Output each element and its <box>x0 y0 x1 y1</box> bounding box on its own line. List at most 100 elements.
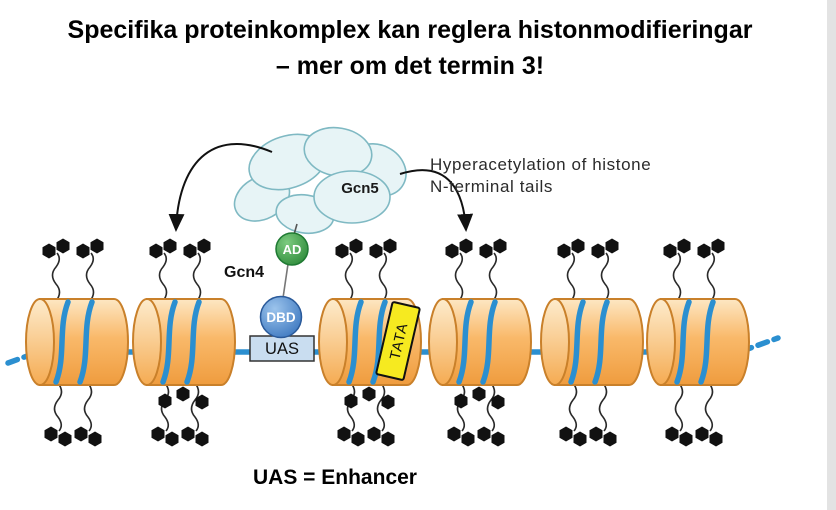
gcn5-label: Gcn5 <box>341 180 379 197</box>
acetyl-hexagon-icon <box>369 243 383 259</box>
acetyl-hexagon-icon <box>677 238 691 254</box>
acetyl-hexagon-icon <box>665 426 679 442</box>
uas-enhancer-caption: UAS = Enhancer <box>253 466 417 489</box>
acetyl-hexagon-icon <box>491 394 505 410</box>
dna-wrap <box>346 299 364 385</box>
nucleosome <box>540 298 644 386</box>
histone-tail <box>706 252 716 302</box>
histone-tail <box>346 382 356 432</box>
histone-tail <box>192 252 202 302</box>
histone-tail <box>488 252 498 302</box>
title-line-2: – mer om det termin 3! <box>275 52 545 81</box>
arrow-to-right-nucleosomes <box>399 169 474 232</box>
histone-tail <box>51 252 61 302</box>
histone-tail <box>672 252 682 302</box>
acetyl-hexagon-icon <box>461 431 475 447</box>
acetyl-hexagon-icon <box>74 426 88 442</box>
dna-wrap <box>456 299 474 385</box>
histone-tail <box>454 252 464 302</box>
acetyl-hexagon-icon <box>605 238 619 254</box>
dna-wrap <box>568 299 586 385</box>
acetyl-hexagon-icon <box>351 431 365 447</box>
acetyl-hexagon-icon <box>472 386 486 402</box>
acetyl-hexagon-icon <box>197 238 211 254</box>
acetyl-hexagon-icon <box>149 243 163 259</box>
acetyl-hexagon-icon <box>447 426 461 442</box>
acetyl-hexagon-icon <box>695 426 709 442</box>
dbd-domain: DBD <box>259 295 303 339</box>
nucleosome <box>132 298 236 386</box>
histone-tail <box>568 382 578 432</box>
acetyl-hexagon-icon <box>195 431 209 447</box>
histone-tails-layer <box>42 238 725 447</box>
acetyl-hexagon-icon <box>367 426 381 442</box>
slide-title: Specifika proteinkomplex kan reglera his… <box>0 12 820 85</box>
acetyl-hexagon-icon <box>573 431 587 447</box>
acetyl-hexagon-icon <box>493 238 507 254</box>
acetyl-hexagon-icon <box>557 243 571 259</box>
dna-wrap <box>370 299 388 385</box>
acetyl-hexagon-icon <box>344 393 358 409</box>
acetyl-hexagon-icon <box>165 431 179 447</box>
acetyl-hexagon-icon <box>381 431 395 447</box>
acetyl-hexagon-icon <box>56 238 70 254</box>
acetyl-hexagon-icon <box>711 238 725 254</box>
histone-tail <box>158 252 168 302</box>
nucleosome <box>428 298 532 386</box>
acetyl-hexagon-icon <box>335 243 349 259</box>
acetyl-hexagon-icon <box>362 386 376 402</box>
histone-tail <box>190 382 200 432</box>
acetyl-hexagon-icon <box>603 431 617 447</box>
histone-tail <box>704 382 714 432</box>
histone-tail <box>674 382 684 432</box>
arrow-to-left-nucleosomes <box>168 142 273 232</box>
histone-tail <box>456 382 466 432</box>
histone-tail <box>83 382 93 432</box>
gcn5-complex: Gcn5 <box>233 126 407 235</box>
acetyl-hexagon-icon <box>459 238 473 254</box>
histone-tail <box>378 252 388 302</box>
acetyl-hexagon-icon <box>697 243 711 259</box>
acetyl-hexagon-icon <box>491 431 505 447</box>
histone-tail <box>344 252 354 302</box>
acetyl-hexagon-icon <box>88 431 102 447</box>
acetyl-hexagon-icon <box>90 238 104 254</box>
histone-tail <box>160 382 170 432</box>
acetyl-hexagon-icon <box>349 238 363 254</box>
uas-box: UAS <box>249 335 315 362</box>
acetyl-hexagon-icon <box>195 394 209 410</box>
acetyl-hexagon-icon <box>337 426 351 442</box>
acetyl-hexagon-icon <box>709 431 723 447</box>
dna-wrap <box>480 299 498 385</box>
acetyl-hexagon-icon <box>42 243 56 259</box>
gcn4-label: Gcn4 <box>224 264 264 281</box>
title-line-1: Specifika proteinkomplex kan reglera his… <box>67 16 753 44</box>
dna-wrap <box>184 299 202 385</box>
acetyl-hexagon-icon <box>183 243 197 259</box>
acetyl-hexagon-icon <box>163 238 177 254</box>
dna-wrap <box>160 299 178 385</box>
acetyl-hexagon-icon <box>663 243 677 259</box>
acetyl-hexagon-icon <box>176 386 190 402</box>
uas-label: UAS <box>265 340 299 358</box>
nucleosome <box>25 298 129 386</box>
dna-wrap <box>592 299 610 385</box>
nucleosome <box>646 298 750 386</box>
acetyl-hexagon-icon <box>381 394 395 410</box>
histone-tail <box>53 382 63 432</box>
acetyl-hexagon-icon <box>477 426 491 442</box>
dna-wrap <box>77 299 95 385</box>
ad-dbd-connector <box>282 263 289 299</box>
tata-box: TATA <box>375 301 421 381</box>
histone-tail <box>486 382 496 432</box>
hyperacetylation-text-line2: N-terminal tails <box>430 177 553 196</box>
acetyl-hexagon-icon <box>479 243 493 259</box>
hyperacetylation-text-line1: Hyperacetylation of histone <box>430 155 651 174</box>
acetyl-hexagon-icon <box>181 426 195 442</box>
ad-label: AD <box>283 242 302 257</box>
acetyl-hexagon-icon <box>58 431 72 447</box>
ad-domain: AD <box>275 232 309 266</box>
dna-wrap <box>53 299 71 385</box>
